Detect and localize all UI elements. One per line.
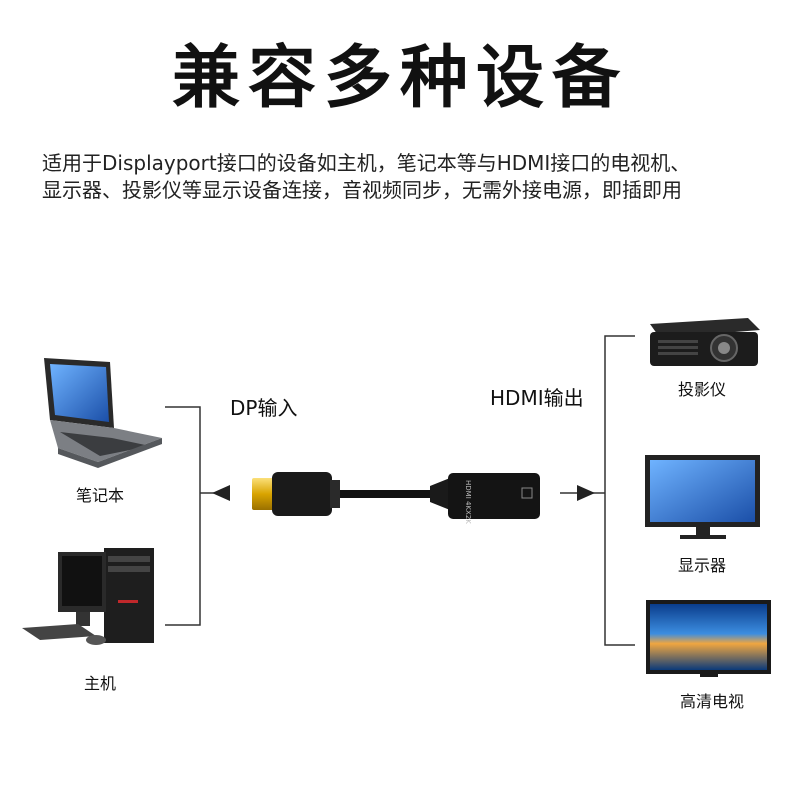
tv-icon [646,600,771,677]
output-label: HDMI输出 [490,386,584,410]
right-arrow-icon [577,485,595,501]
description-line-2: 显示器、投影仪等显示设备连接，音视频同步，无需外接电源，即插即用 [42,178,682,202]
device-label-tv: 高清电视 [679,692,744,711]
description-line-1: 适用于Displayport接口的设备如主机，笔记本等与HDMI接口的电视机、 [42,151,691,175]
monitor-icon [645,455,760,539]
input-bracket [165,406,230,626]
laptop-icon [44,358,162,468]
desktop-pc-icon [22,548,154,645]
left-arrow-icon [212,485,230,501]
device-label-desktop: 主机 [83,674,116,693]
page-title: 兼容多种设备 [171,39,628,118]
dp-to-hdmi-adapter [252,472,540,519]
device-label-projector: 投影仪 [677,380,726,399]
device-label-monitor: 显示器 [677,556,726,575]
projector-icon [650,318,760,366]
adapter-print: HDMI 4KX2K [464,480,472,524]
input-label: DP输入 [230,396,298,420]
device-label-laptop: 笔记本 [75,486,124,505]
